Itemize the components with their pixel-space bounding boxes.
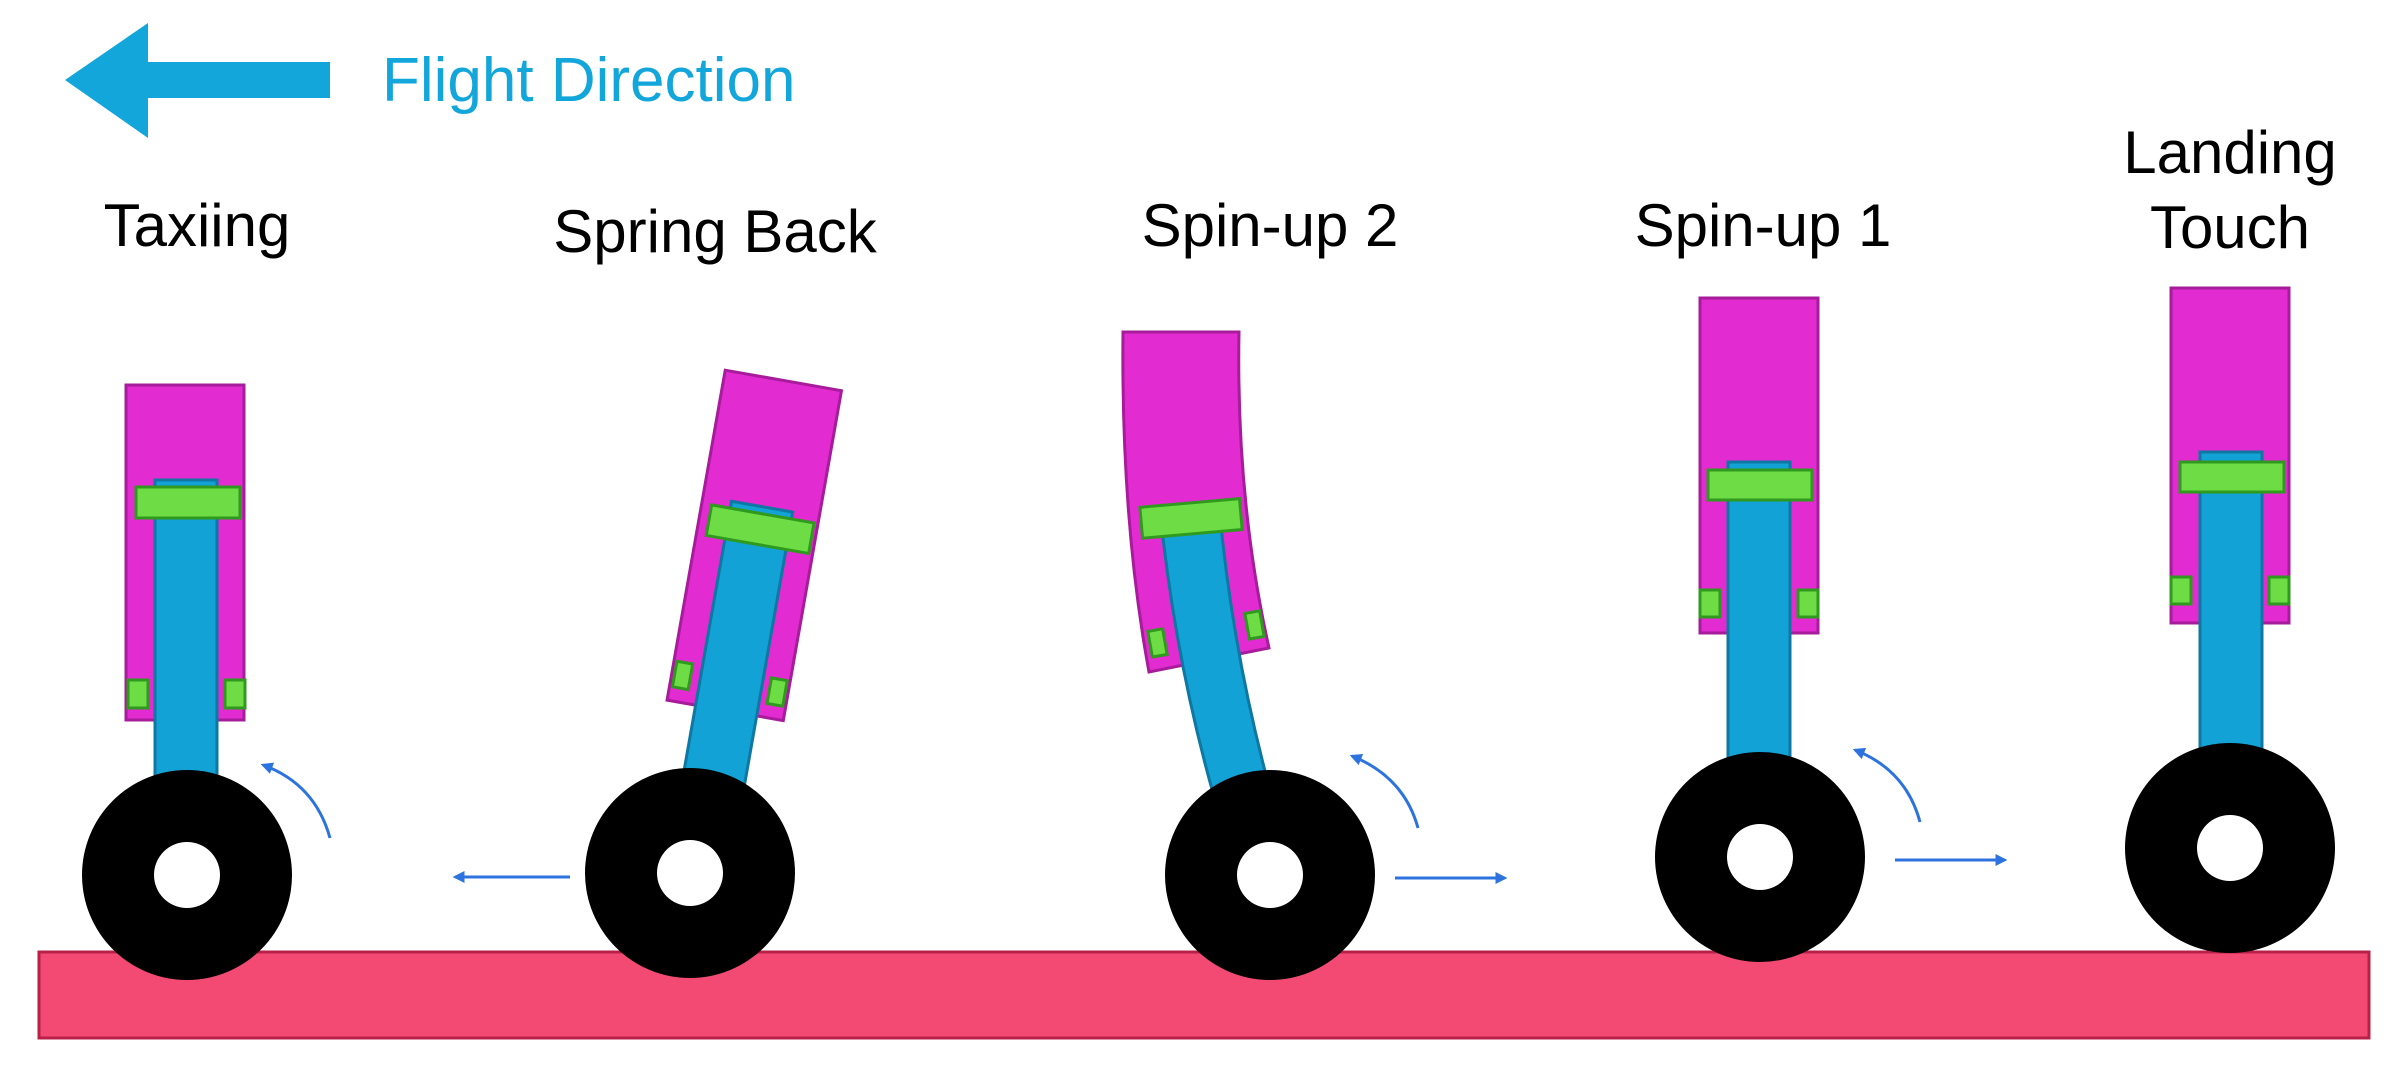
gear-spin-up-2 (1121, 330, 1375, 980)
hub (154, 842, 220, 908)
stage-label-spin-up-1: Spin-up 1 (1635, 192, 1892, 259)
gear-spring-back (585, 368, 844, 978)
rotation-arrow-taxiing (260, 762, 332, 839)
gear-taxiing (82, 383, 292, 980)
side-pad-right (765, 676, 789, 709)
upper-collar (704, 503, 816, 556)
rotation-arrow-spin-up-2 (1349, 754, 1420, 829)
rotation-arrow-spin-up-1 (1852, 747, 1922, 823)
hub (657, 840, 723, 906)
side-pad-left (126, 678, 150, 710)
gear-landing-touch (2125, 286, 2335, 953)
side-pad-right (1796, 588, 1820, 619)
side-pad-left (2169, 575, 2193, 606)
stage-label-spin-up-2: Spin-up 2 (1142, 192, 1399, 259)
hub (1237, 842, 1303, 908)
gear-spin-up-1 (1655, 296, 1865, 962)
side-pad-left (1146, 627, 1169, 659)
flight-direction-label: Flight Direction (382, 46, 795, 115)
upper-collar (134, 485, 242, 520)
upper-collar (1138, 496, 1244, 540)
side-pad-right (2267, 575, 2291, 606)
stage-labels: Taxiing Spring Back Spin-up 2 Spin-up 1 … (104, 119, 2337, 265)
hub (1727, 824, 1793, 890)
upper-collar (1706, 468, 1814, 502)
side-pad-left (1698, 588, 1722, 619)
left-arrow-icon (65, 23, 330, 138)
upper-collar (2178, 460, 2286, 494)
stage-label-landing-touch-line2: Touch (2150, 194, 2310, 261)
stage-label-spring-back: Spring Back (553, 198, 877, 265)
stage-label-landing-touch-line1: Landing (2123, 119, 2337, 186)
hub (2197, 815, 2263, 881)
stage-label-taxiing: Taxiing (104, 192, 291, 259)
side-pad-left (670, 659, 695, 692)
side-pad-right (223, 678, 247, 710)
flight-direction: Flight Direction (65, 23, 795, 138)
runway (37, 950, 2371, 1040)
side-pad-right (1243, 609, 1266, 641)
